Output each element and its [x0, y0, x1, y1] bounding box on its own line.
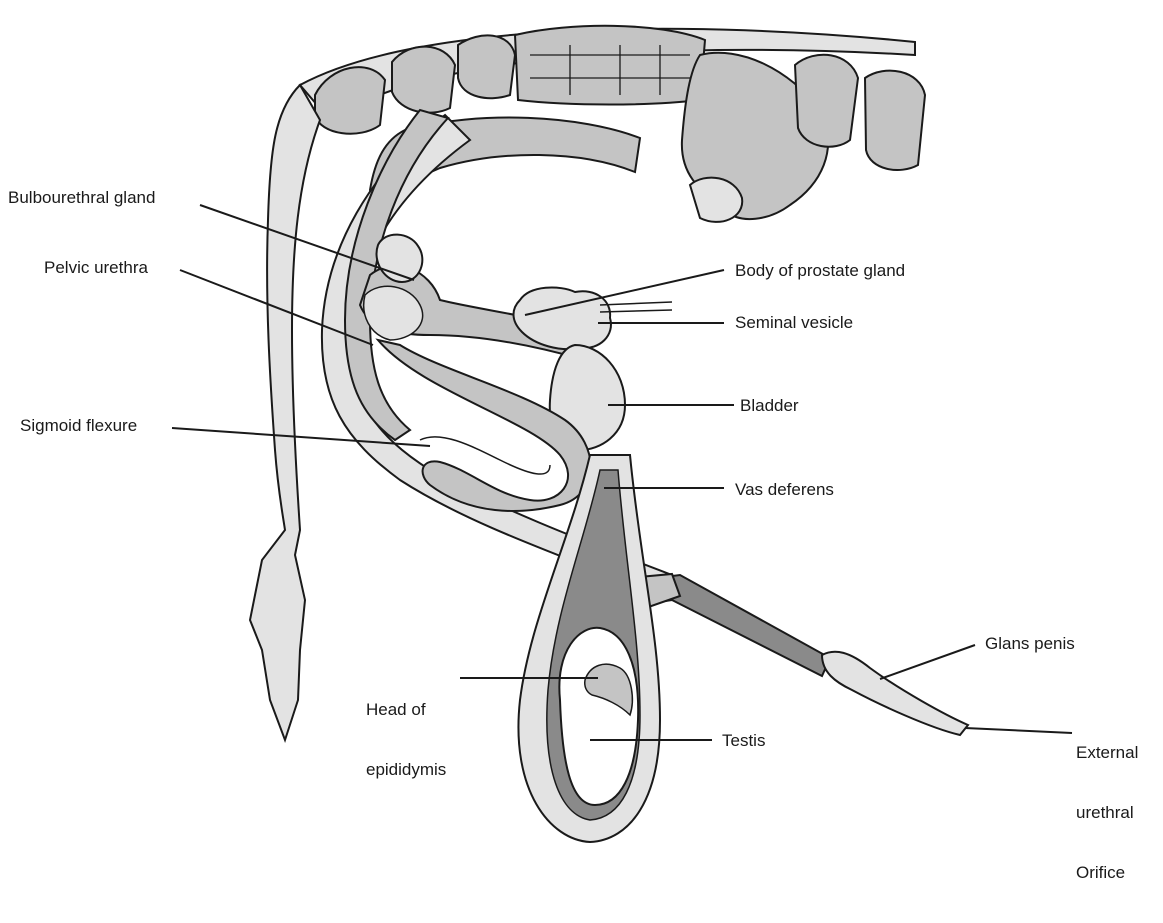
glans-penis [822, 652, 968, 735]
label-glans-penis: Glans penis [985, 634, 1075, 654]
label-head-of-epididymis: Head of epididymis [366, 660, 446, 820]
tail-vertebra [865, 71, 925, 170]
vertebra [392, 47, 455, 113]
label-bladder: Bladder [740, 396, 799, 416]
tail-vertebra [795, 55, 858, 147]
label-bulbourethral-gland: Bulbourethral gland [8, 188, 155, 208]
label-orifice-line3: Orifice [1076, 863, 1138, 883]
leader-orifice [965, 728, 1072, 733]
tail [250, 85, 320, 740]
label-testis: Testis [722, 731, 765, 751]
label-seminal-vesicle: Seminal vesicle [735, 313, 853, 333]
vertebra [458, 35, 515, 98]
leader-glans [880, 645, 975, 679]
label-head-of-epididymis-line1: Head of [366, 700, 446, 720]
label-sigmoid-flexure: Sigmoid flexure [20, 416, 137, 436]
label-orifice-line1: External [1076, 743, 1138, 763]
anatomy-illustration [0, 0, 1163, 870]
sacrum [515, 26, 705, 105]
label-vas-deferens: Vas deferens [735, 480, 834, 500]
testis [559, 628, 638, 805]
label-pelvic-urethra: Pelvic urethra [44, 258, 148, 278]
diagram-canvas: Bulbourethral gland Pelvic urethra Sigmo… [0, 0, 1163, 870]
label-external-urethral-orifice: External urethral Orifice [1076, 703, 1138, 923]
label-body-of-prostate-gland: Body of prostate gland [735, 261, 905, 281]
label-head-of-epididymis-line2: epididymis [366, 760, 446, 780]
label-orifice-line2: urethral [1076, 803, 1138, 823]
